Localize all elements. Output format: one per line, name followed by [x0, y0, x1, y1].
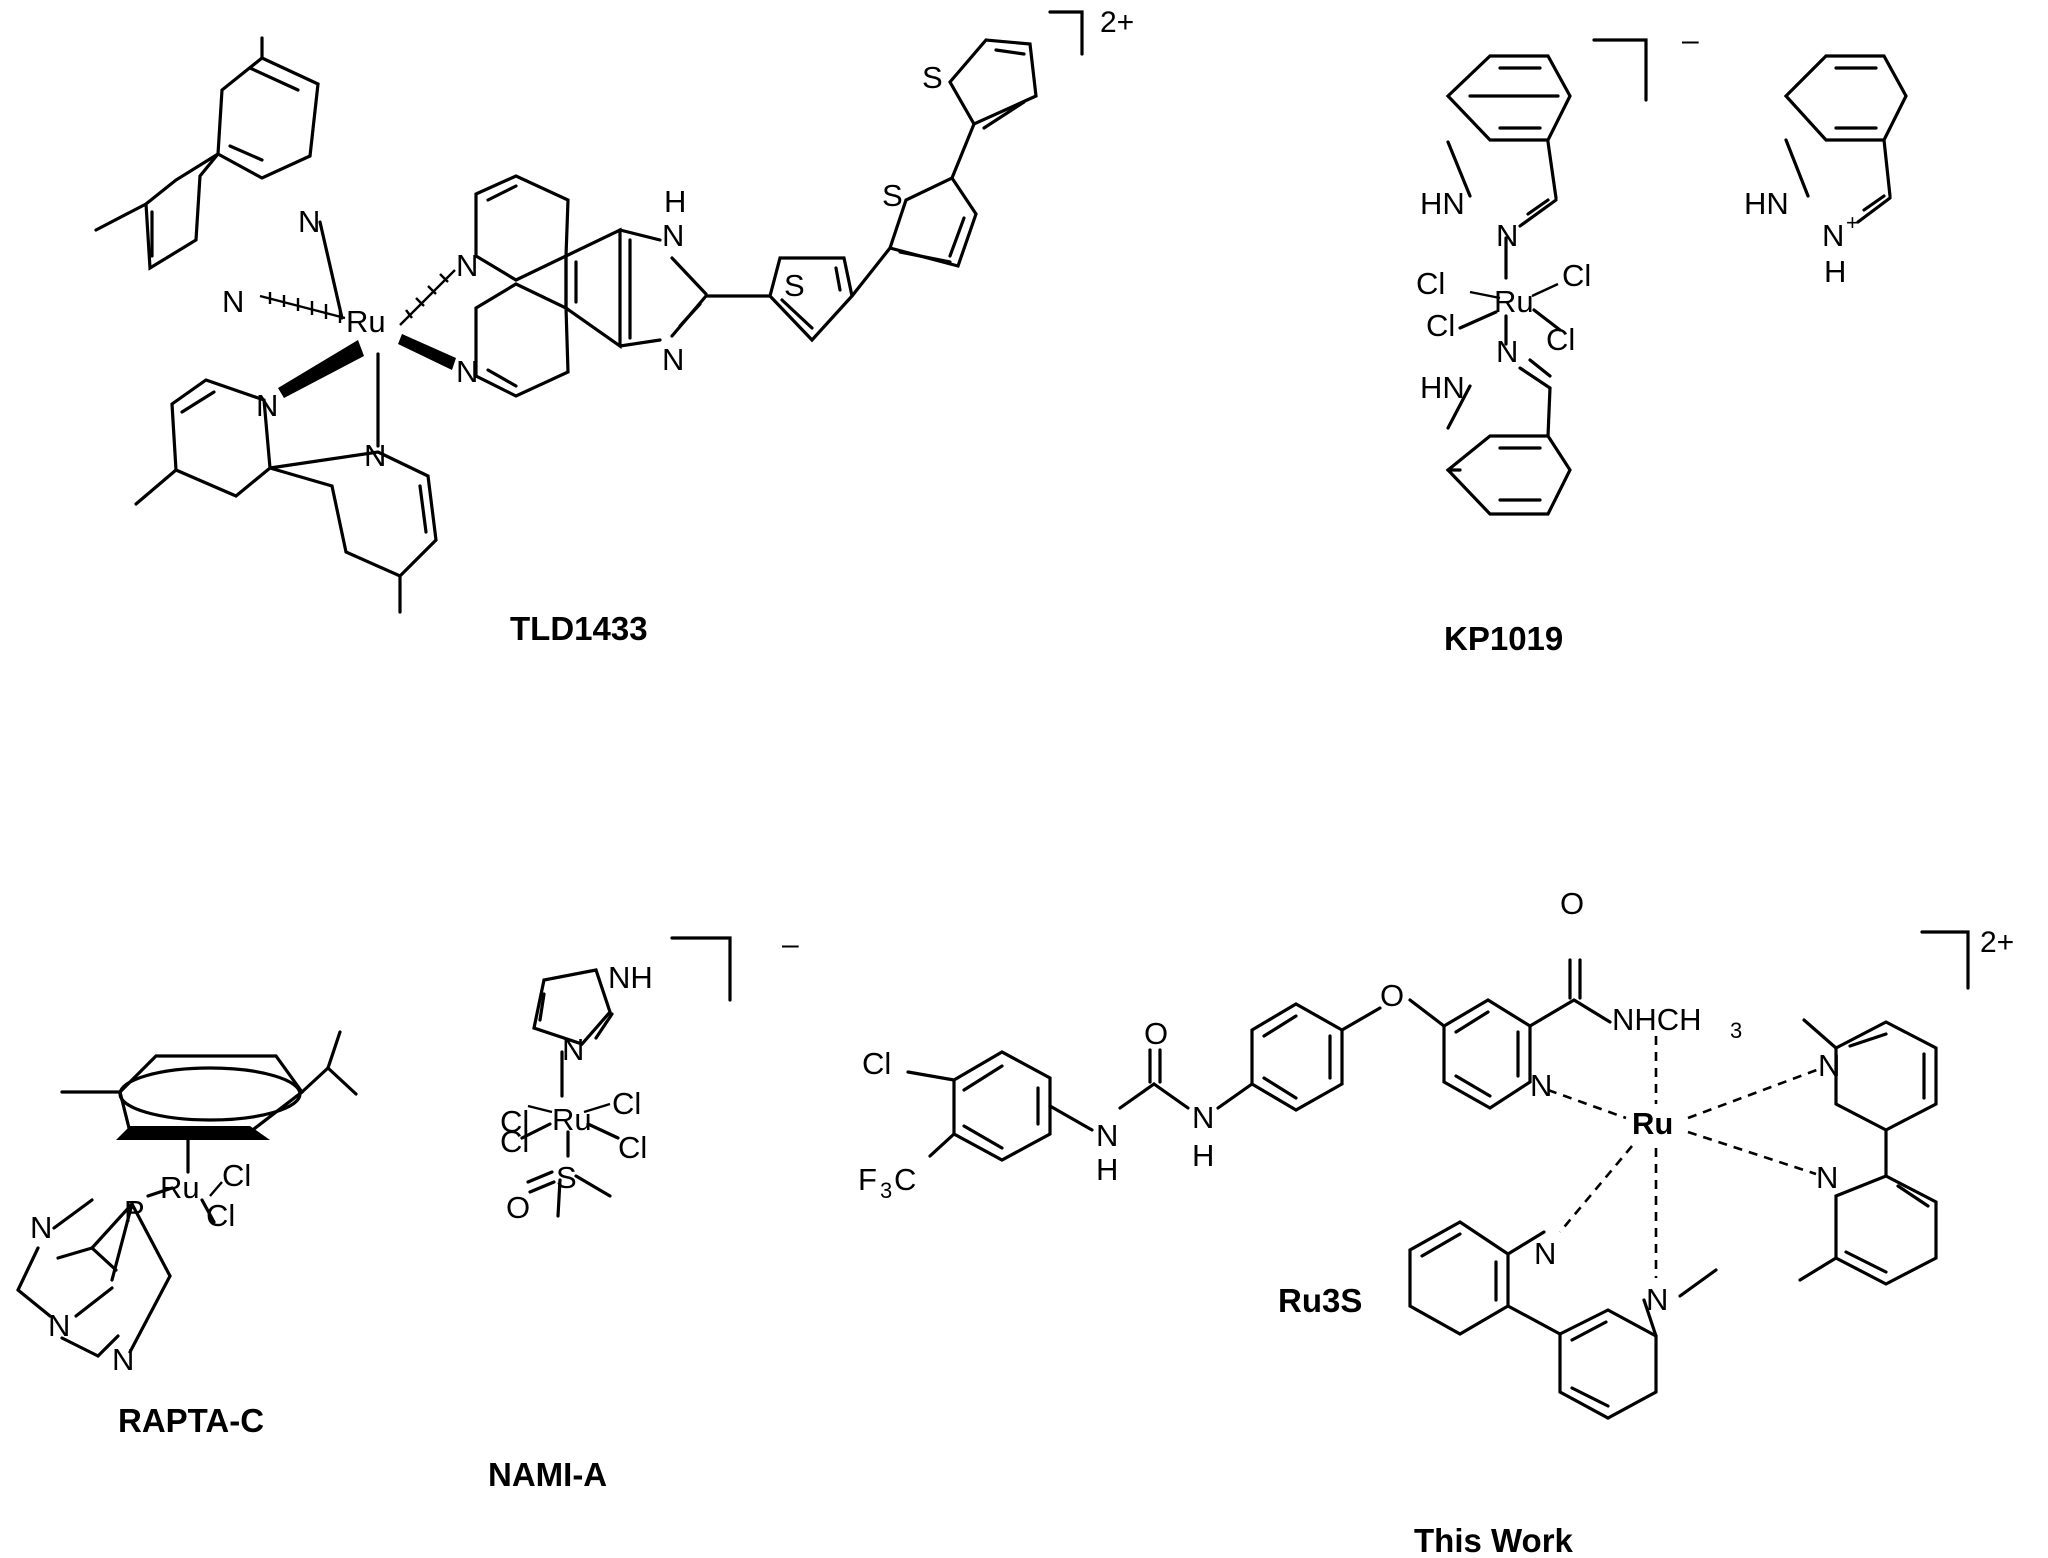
nami-nh: NH [608, 960, 653, 995]
this-work-caption: This Work [1414, 1522, 1574, 1558]
kp-cl-2: Cl [1562, 258, 1591, 293]
tld-charge: 2+ [1100, 6, 1134, 39]
kp1019-label: KP1019 [1444, 620, 1563, 657]
ru3s-ru: Ru [1632, 1106, 1673, 1141]
nami-o: O [506, 1190, 530, 1225]
tld1433-label: TLD1433 [510, 610, 648, 647]
ru3s-ch3-sub: 3 [1730, 1018, 1742, 1043]
tld-n2: N [222, 284, 244, 319]
ru3s-n-urea-2: N [1192, 1100, 1214, 1135]
rapta-cl-2: Cl [206, 1198, 235, 1233]
ru3s-n-2: N [1816, 1160, 1838, 1195]
kp-cl-1: Cl [1416, 266, 1445, 301]
kp-cl-4: Cl [1546, 322, 1575, 357]
ru3s-n-3: N [1534, 1236, 1556, 1271]
kp1019-structure: HN N Cl Ru Cl Cl Cl N HN – HN N + H KP10… [1416, 24, 1908, 657]
tld-n5: N [456, 248, 478, 283]
tld-nh-h: H [664, 184, 686, 219]
rapta-p: P [124, 1194, 145, 1229]
ru3s-n-4: N [1646, 1282, 1668, 1317]
nami-cl-4: Cl [618, 1130, 647, 1165]
tld1433-structure: N N Ru N N N N N H N S S S 2+ TLD1433 [94, 6, 1134, 647]
nami-n: N [562, 1032, 584, 1067]
kp-charge: – [1682, 24, 1699, 57]
nami-ru: Ru [552, 1102, 592, 1137]
ru3s-f: F [858, 1162, 877, 1197]
nami-a-label: NAMI-A [488, 1456, 607, 1493]
ru3s-charge: 2+ [1980, 926, 2014, 959]
ru3s-n-1: N [1818, 1048, 1840, 1083]
tld-n7: N [662, 342, 684, 377]
ru3s-label: Ru3S [1278, 1282, 1362, 1319]
rapta-n-1: N [30, 1210, 52, 1245]
kp-n-2: N [1496, 334, 1518, 369]
ru3s-o-urea: O [1144, 1016, 1168, 1051]
kp-hn-1: HN [1420, 186, 1465, 221]
nami-cl-1: Cl [500, 1104, 529, 1139]
nami-a-structure: NH N Cl Ru Cl Cl Cl S O – NAMI-A [488, 928, 799, 1493]
tld-s2: S [882, 178, 903, 213]
tld-s1: S [784, 268, 805, 303]
ru3s-structure: Cl F 3 C N H O N H O N O NHCH 3 Ru N N N… [858, 886, 2014, 1558]
nami-charge: – [782, 928, 799, 961]
ru3s-n-pyr: N [1530, 1068, 1552, 1103]
ru3s-o-ether: O [1380, 978, 1404, 1013]
kp-n-1: N [1496, 218, 1518, 253]
ru3s-f-sub: 3 [880, 1178, 892, 1203]
kp-n-3: N [1822, 218, 1844, 253]
tld-n1: N [298, 204, 320, 239]
kp-cl-3: Cl [1426, 308, 1455, 343]
kp-hn-3: HN [1744, 186, 1789, 221]
rapta-c-label: RAPTA-C [118, 1402, 264, 1439]
ru3s-o-amide: O [1560, 886, 1584, 921]
ru3s-h-urea-2: H [1192, 1138, 1214, 1173]
rapta-ru: Ru [160, 1170, 200, 1205]
tld-ru: Ru [346, 304, 386, 339]
ru3s-nhch: NHCH [1612, 1002, 1702, 1037]
nami-s: S [556, 1160, 577, 1195]
ru3s-h-urea-1: H [1096, 1152, 1118, 1187]
nami-cl-3: Cl [500, 1124, 529, 1159]
tld-nh-n: N [662, 218, 684, 253]
ru3s-n-urea-1: N [1096, 1118, 1118, 1153]
nami-cl-2: Cl [612, 1086, 641, 1121]
tld-n4: N [364, 438, 386, 473]
kp-ru: Ru [1494, 284, 1534, 319]
tld-n6: N [456, 354, 478, 389]
tld-n3: N [256, 388, 278, 423]
rapta-n-3: N [112, 1342, 134, 1377]
tld-s3: S [922, 60, 943, 95]
ru3s-cl: Cl [862, 1046, 891, 1081]
ru3s-c: C [894, 1162, 916, 1197]
kp-plus: + [1846, 210, 1859, 235]
rapta-cl-1: Cl [222, 1158, 251, 1193]
rapta-n-2: N [48, 1308, 70, 1343]
kp-h: H [1824, 254, 1846, 289]
rapta-c-structure: Ru Cl Cl P N N N RAPTA-C [16, 1030, 358, 1439]
kp-hn-2: HN [1420, 370, 1465, 405]
